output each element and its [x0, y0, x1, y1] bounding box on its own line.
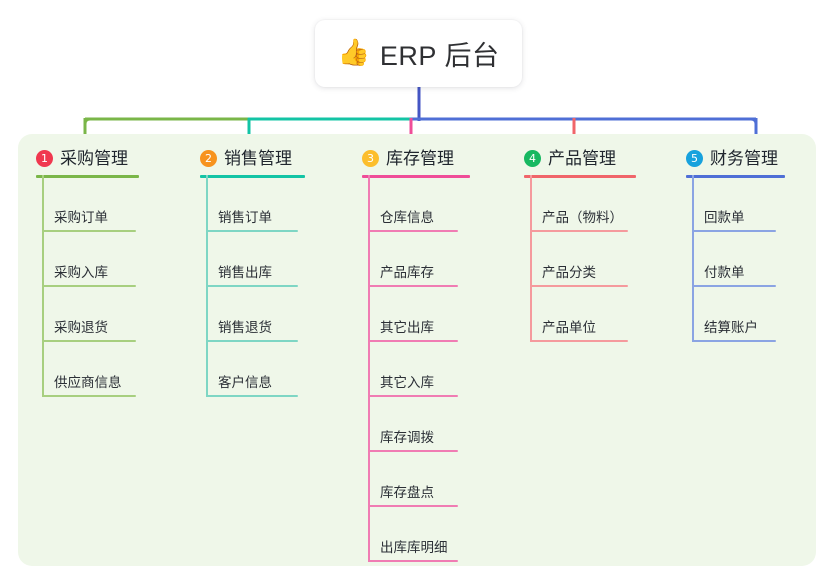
root-node[interactable]: 👍 ERP 后台: [315, 20, 522, 87]
branch-badge-5: 5: [686, 150, 703, 167]
branch-item-underline: [42, 395, 136, 397]
branch-item-label: 采购退货: [54, 320, 108, 335]
branch-item[interactable]: 仓库信息: [368, 202, 458, 232]
branch-item-label: 销售订单: [218, 210, 272, 225]
branch-title-1: 采购管理: [60, 149, 128, 168]
branch-item-label: 产品库存: [380, 265, 434, 280]
branch-item[interactable]: 产品分类: [530, 257, 628, 287]
branch-item-underline: [368, 395, 458, 397]
branch-title-4: 产品管理: [548, 149, 616, 168]
branch-item-label: 销售退货: [218, 320, 272, 335]
branch-item[interactable]: 其它入库: [368, 367, 458, 397]
branch-item-label: 采购订单: [54, 210, 108, 225]
branch-title-5: 财务管理: [710, 149, 778, 168]
branch-item-underline: [42, 230, 136, 232]
root-title: ERP 后台: [379, 41, 500, 71]
branch-item-underline: [206, 230, 298, 232]
branch-item-underline: [530, 340, 628, 342]
branch-item-underline: [42, 285, 136, 287]
branch-item[interactable]: 采购订单: [42, 202, 136, 232]
branch-underline-4: [524, 175, 636, 178]
branch-item[interactable]: 其它出库: [368, 312, 458, 342]
branch-item-underline: [692, 285, 776, 287]
branch-badge-2: 2: [200, 150, 217, 167]
branch-header-4[interactable]: 4 产品管理: [524, 150, 616, 167]
branch-header-3[interactable]: 3 库存管理: [362, 150, 454, 167]
branch-item-label: 产品（物料）: [542, 210, 623, 225]
branch-item-underline: [368, 285, 458, 287]
branch-item-label: 采购入库: [54, 265, 108, 280]
branch-item-underline: [206, 340, 298, 342]
branch-underline-1: [36, 175, 139, 178]
branch-item[interactable]: 采购入库: [42, 257, 136, 287]
branch-spine-4: [530, 175, 532, 342]
branch-item[interactable]: 销售出库: [206, 257, 298, 287]
branch-item[interactable]: 客户信息: [206, 367, 298, 397]
branch-item[interactable]: 出库库明细: [368, 532, 458, 562]
branch-item-underline: [42, 340, 136, 342]
branch-item[interactable]: 产品（物料）: [530, 202, 628, 232]
branch-item-underline: [692, 230, 776, 232]
branch-item-label: 供应商信息: [54, 375, 122, 390]
branch-item-label: 仓库信息: [380, 210, 434, 225]
branch-item-label: 出库库明细: [380, 540, 448, 555]
branch-item-label: 产品分类: [542, 265, 596, 280]
branch-underline-2: [200, 175, 305, 178]
thumbs-up-icon: 👍: [337, 37, 370, 68]
branch-item[interactable]: 产品单位: [530, 312, 628, 342]
branch-item-label: 其它入库: [380, 375, 434, 390]
branch-item-label: 库存盘点: [380, 485, 434, 500]
branch-item-label: 产品单位: [542, 320, 596, 335]
branches-panel: [18, 134, 816, 566]
branch-item[interactable]: 产品库存: [368, 257, 458, 287]
branch-item[interactable]: 库存调拨: [368, 422, 458, 452]
branch-item-label: 销售出库: [218, 265, 272, 280]
branch-item-label: 付款单: [704, 265, 745, 280]
branch-item-label: 结算账户: [704, 320, 758, 335]
branch-item-underline: [368, 230, 458, 232]
branch-item-underline: [368, 340, 458, 342]
branch-badge-4: 4: [524, 150, 541, 167]
branch-item-underline: [368, 560, 458, 562]
branch-title-2: 销售管理: [224, 149, 292, 168]
branch-item[interactable]: 供应商信息: [42, 367, 136, 397]
branch-item[interactable]: 结算账户: [692, 312, 776, 342]
branch-underline-5: [686, 175, 785, 178]
branch-item-underline: [368, 505, 458, 507]
branch-header-2[interactable]: 2 销售管理: [200, 150, 292, 167]
branch-underline-3: [362, 175, 470, 178]
branch-item[interactable]: 销售订单: [206, 202, 298, 232]
branch-spine-3: [368, 175, 370, 562]
branch-item-label: 库存调拨: [380, 430, 434, 445]
branch-header-1[interactable]: 1 采购管理: [36, 150, 128, 167]
branch-title-3: 库存管理: [386, 149, 454, 168]
branch-item-label: 其它出库: [380, 320, 434, 335]
branch-spine-5: [692, 175, 694, 342]
branch-item-label: 回款单: [704, 210, 745, 225]
branch-item-underline: [692, 340, 776, 342]
branch-item[interactable]: 付款单: [692, 257, 776, 287]
branch-item-underline: [530, 230, 628, 232]
branch-item[interactable]: 回款单: [692, 202, 776, 232]
branch-item-underline: [206, 395, 298, 397]
branch-item[interactable]: 采购退货: [42, 312, 136, 342]
branch-item[interactable]: 库存盘点: [368, 477, 458, 507]
branch-header-5[interactable]: 5 财务管理: [686, 150, 778, 167]
branch-item-underline: [206, 285, 298, 287]
branch-item-label: 客户信息: [218, 375, 272, 390]
branch-item[interactable]: 销售退货: [206, 312, 298, 342]
branch-badge-3: 3: [362, 150, 379, 167]
branch-item-underline: [530, 285, 628, 287]
branch-item-underline: [368, 450, 458, 452]
branch-badge-1: 1: [36, 150, 53, 167]
